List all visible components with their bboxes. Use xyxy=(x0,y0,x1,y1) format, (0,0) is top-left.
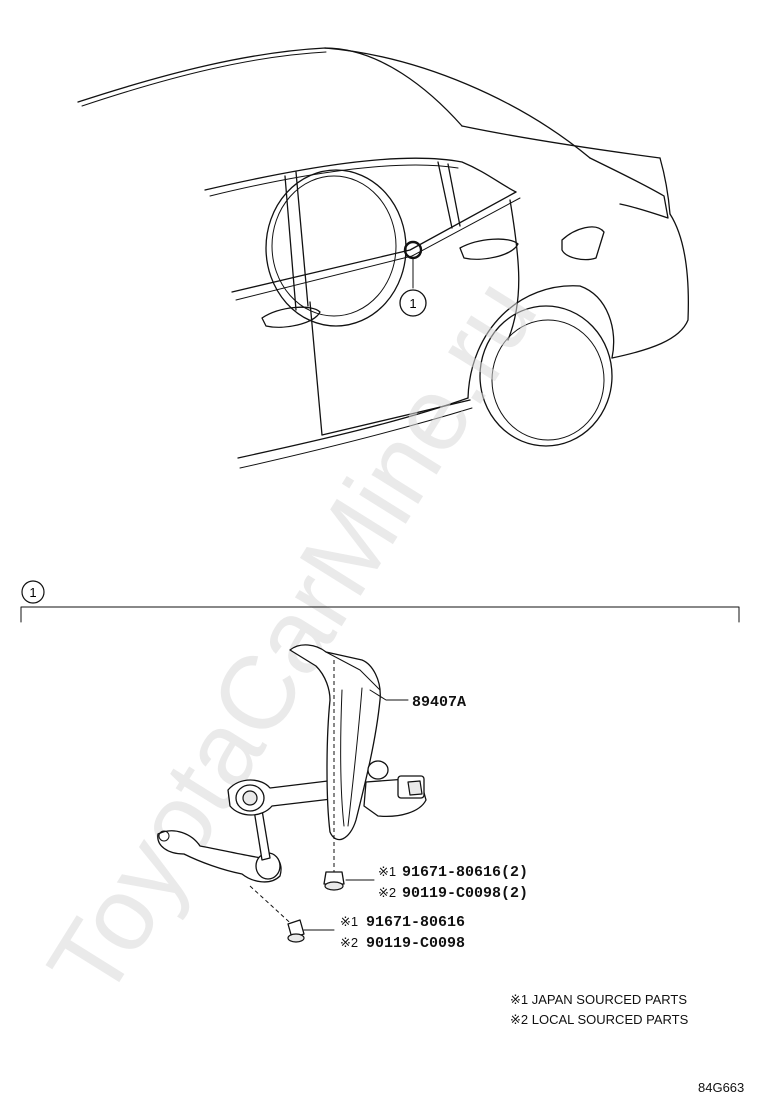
bolt-lower-mark-2: ※2 xyxy=(340,935,358,950)
car-illustration: 1 xyxy=(77,47,689,469)
bolt-upper-part-1: 91671-80616(2) xyxy=(402,864,528,881)
section-number: 1 xyxy=(29,585,36,600)
bolt-lower-mark-1: ※1 xyxy=(340,914,358,929)
watermark-text: ToyotaCarMine.ru xyxy=(26,260,559,1018)
note-japan-sourced: ※1 JAPAN SOURCED PARTS xyxy=(510,992,687,1007)
bolt-upper-part-2: 90119-C0098(2) xyxy=(402,885,528,902)
bolt-upper-mark-2: ※2 xyxy=(378,885,396,900)
bolt-upper-mark-1: ※1 xyxy=(378,864,396,879)
callout-number: 1 xyxy=(409,296,416,311)
sourcing-notes: ※1 JAPAN SOURCED PARTS ※2 LOCAL SOURCED … xyxy=(510,992,689,1027)
section-header: 1 xyxy=(20,580,740,623)
callout-circle xyxy=(399,289,427,317)
diagram-code: 84G663 xyxy=(698,1080,744,1095)
bolt-lower-part-1: 91671-80616 xyxy=(366,914,465,931)
note-local-sourced: ※2 LOCAL SOURCED PARTS xyxy=(510,1012,689,1027)
bolt-lower-part-2: 90119-C0098 xyxy=(366,935,465,952)
part-number-main: 89407A xyxy=(412,694,466,711)
height-control-sensor-assembly xyxy=(157,644,427,943)
part-labels: 89407A ※1 91671-80616(2) ※2 90119-C0098(… xyxy=(340,694,528,952)
